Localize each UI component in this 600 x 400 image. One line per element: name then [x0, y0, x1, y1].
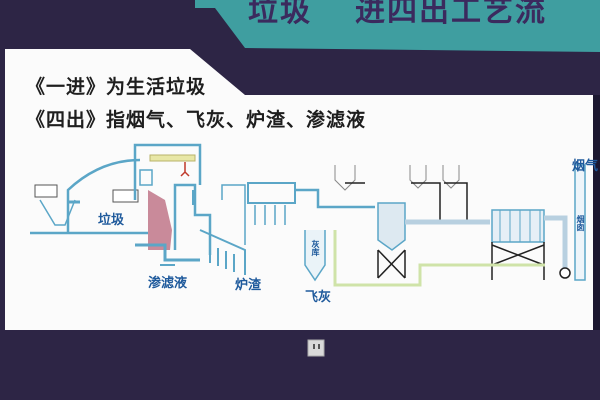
- label-slag: 炉渣: [235, 278, 262, 293]
- label-ash-silo: 灰库: [311, 240, 320, 256]
- label-fly-ash: 飞灰: [305, 290, 332, 305]
- title-fragment-left: 垃圾: [248, 0, 312, 29]
- waste-pit: [148, 190, 172, 250]
- label-garbage: 垃圾: [98, 213, 125, 228]
- fly-ash-line: [333, 230, 545, 287]
- economizer: [247, 182, 296, 204]
- label-leachate: 渗滤液: [148, 276, 188, 291]
- boiler: [221, 184, 246, 245]
- truck-icon-2: [112, 189, 139, 203]
- label-flue-gas: 烟气: [572, 159, 599, 174]
- hall-roof: [66, 158, 141, 233]
- bunker-wall: [133, 143, 202, 200]
- fan: [559, 267, 571, 279]
- truck-icon-1: [34, 184, 58, 198]
- label-chimney: 烟囱: [576, 215, 585, 231]
- title-banner: [195, 0, 600, 52]
- chimney: [574, 164, 586, 281]
- hopper: [39, 199, 76, 226]
- grab: [180, 162, 190, 177]
- heading-line-2: 《四出》指烟气、飞灰、炉渣、渗滤液: [26, 109, 367, 131]
- process-diagram: [30, 143, 586, 287]
- grate: [199, 229, 246, 275]
- flue-pipe-1: [295, 188, 375, 209]
- crane: [149, 154, 196, 162]
- wall-outlet: [307, 339, 325, 357]
- ash-silo: [304, 230, 326, 282]
- flue-pipe-3: [544, 215, 568, 268]
- leachate-pipe: [135, 243, 200, 262]
- title-fragment-right: 进四出工艺流: [355, 0, 547, 29]
- reactor: [377, 202, 406, 251]
- heading-line-1: 《一进》为生活垃圾: [26, 76, 207, 98]
- bag-filter: [491, 209, 545, 243]
- reactor-stand: [377, 249, 406, 279]
- furnace: [173, 183, 212, 255]
